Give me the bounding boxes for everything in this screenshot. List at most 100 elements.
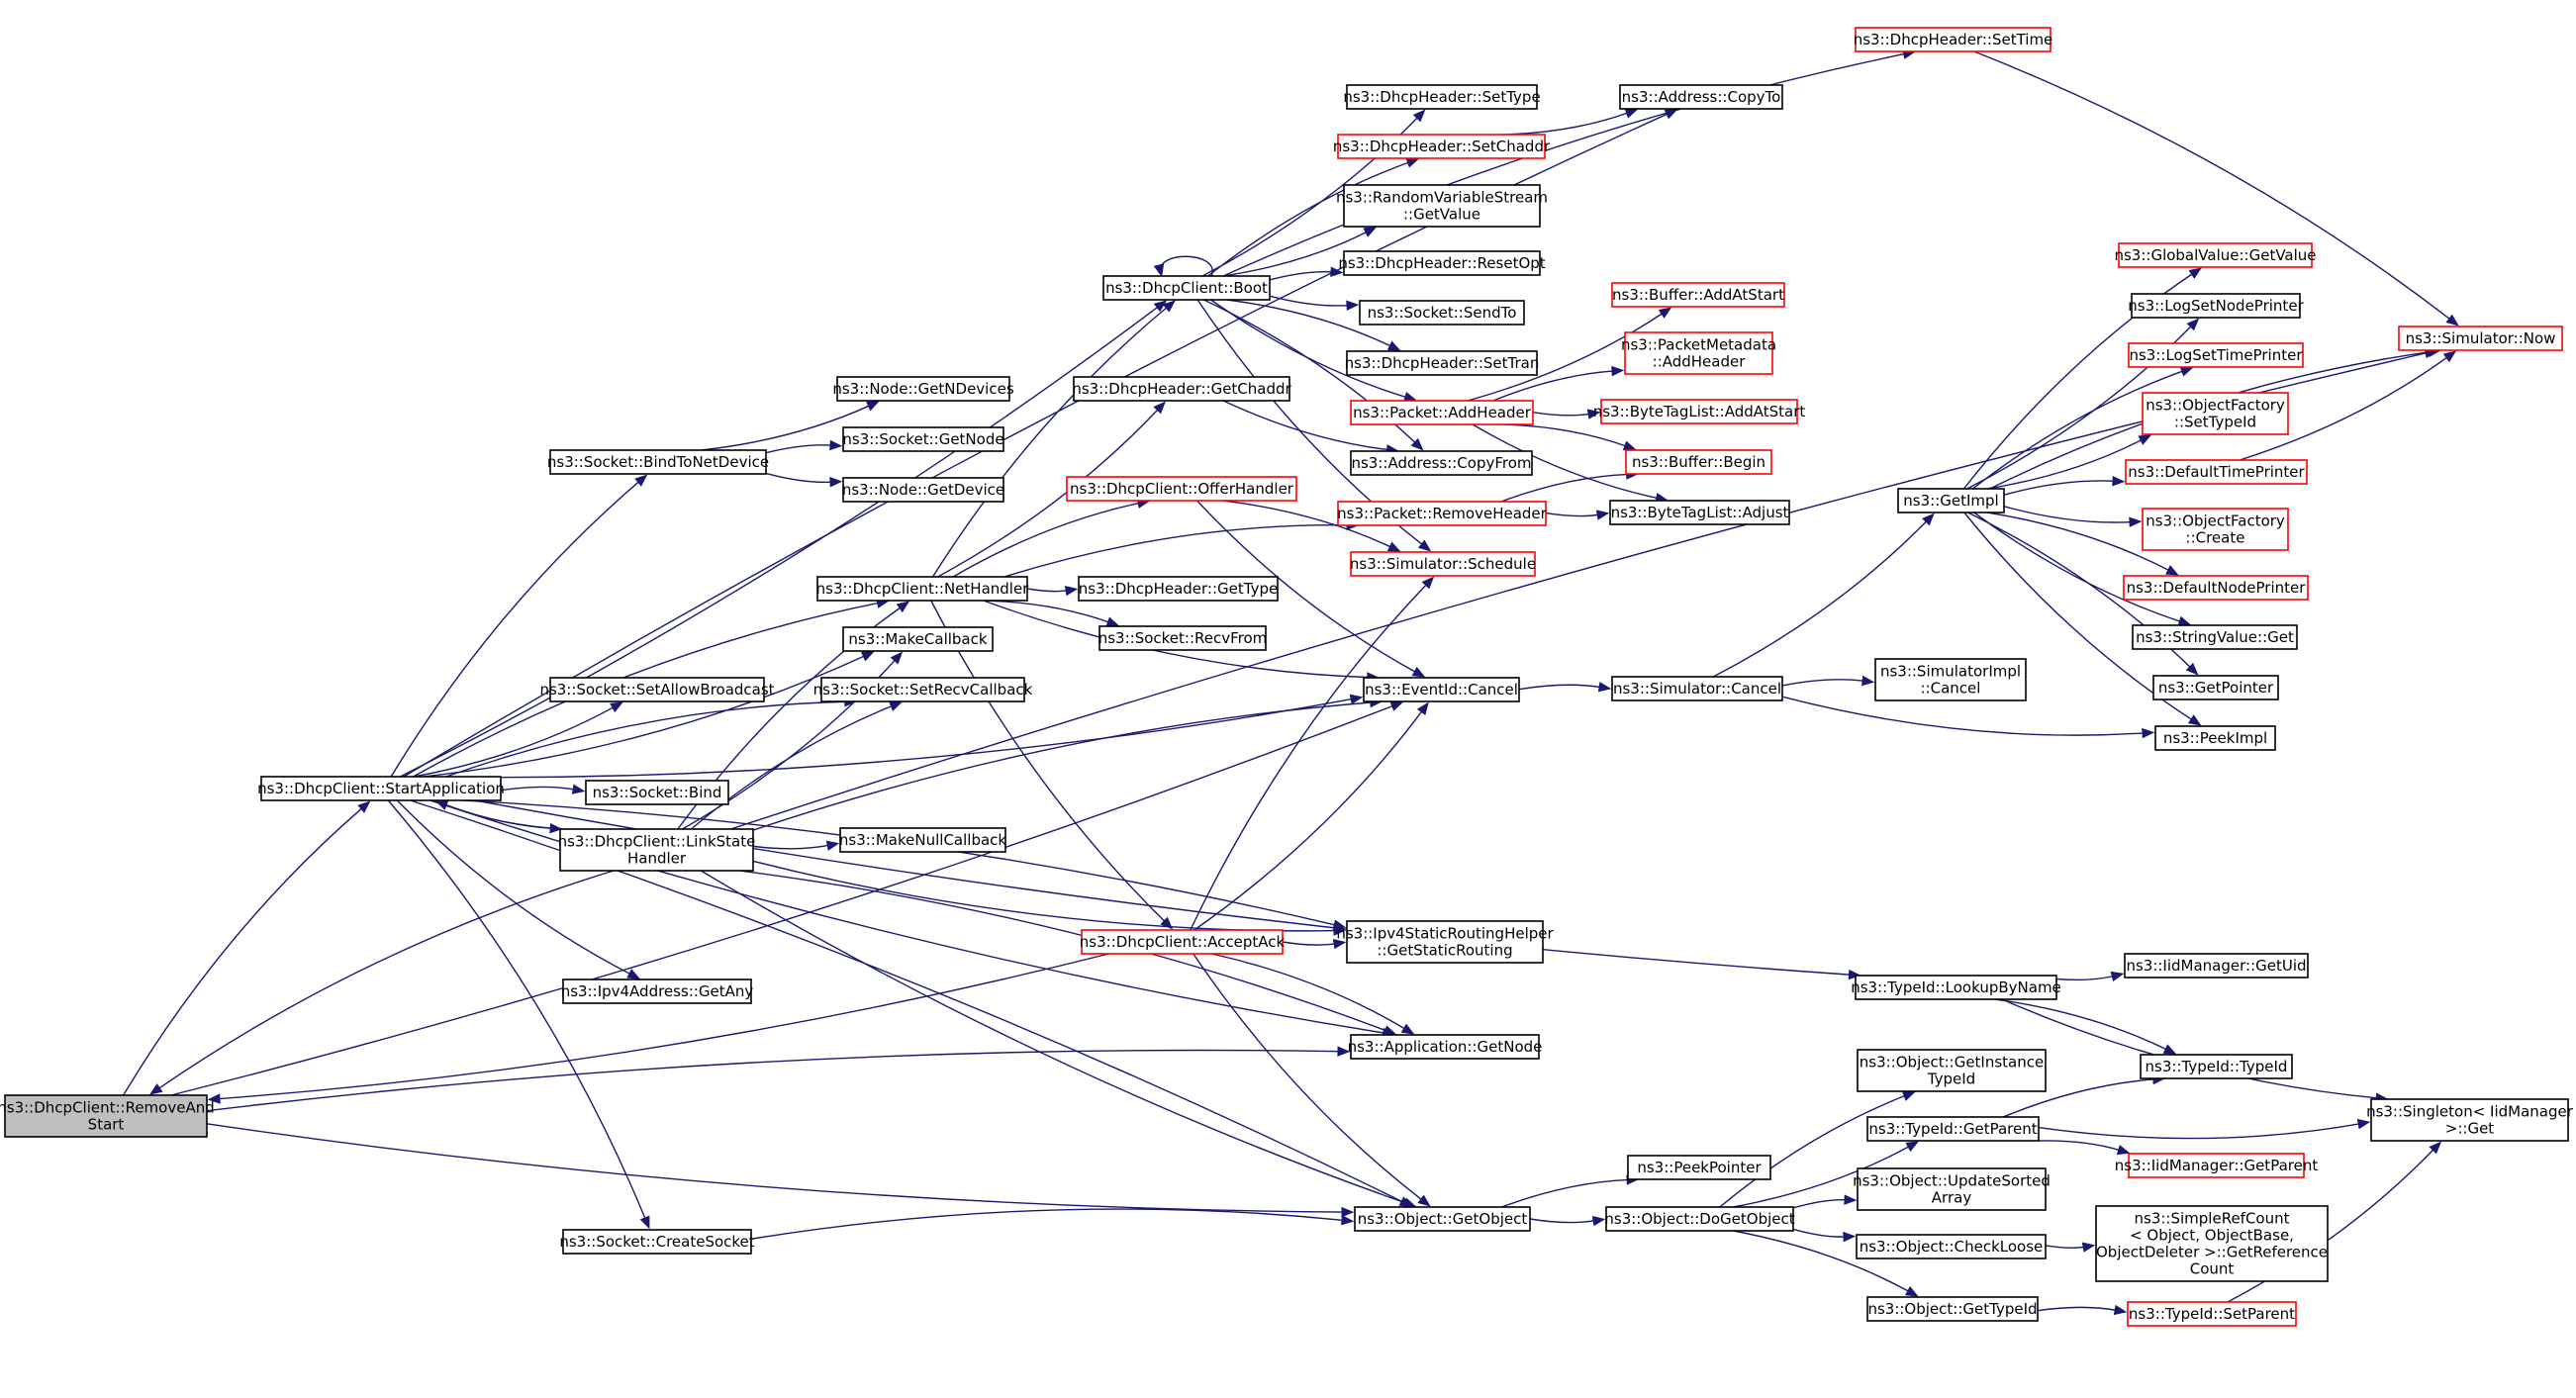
edge-getimpl-to-defaultnodeprinter: [1986, 512, 2179, 576]
node-logsettimeprinter[interactable]: ns3::LogSetTimePrinter: [2128, 342, 2304, 368]
node-socketbind[interactable]: ns3::Socket::Bind: [585, 780, 729, 805]
edge-arrowhead: [1411, 666, 1426, 678]
node-setallowbroadcast[interactable]: ns3::Socket::SetAllowBroadcast: [539, 677, 775, 702]
node-makenullcallback[interactable]: ns3::MakeNullCallback: [839, 827, 1007, 853]
node-dogetobject[interactable]: ns3::Object::DoGetObject: [1604, 1206, 1795, 1232]
node-pmaddheader[interactable]: ns3::PacketMetadata::AddHeader: [1621, 331, 1776, 375]
node-label: ns3::PacketMetadata: [1621, 336, 1776, 354]
node-createsocket[interactable]: ns3::Socket::CreateSocket: [559, 1229, 755, 1255]
node-stringvalueget[interactable]: ns3::StringValue::Get: [2132, 624, 2298, 650]
node-bufferbegin[interactable]: ns3::Buffer::Begin: [1625, 449, 1772, 475]
node-setparent[interactable]: ns3::TypeId::SetParent: [2127, 1301, 2297, 1327]
node-box: [1078, 576, 1279, 602]
edge-lookupbyname-to-getuid: [2055, 971, 2125, 982]
node-makecallback[interactable]: ns3::MakeCallback: [842, 626, 994, 652]
node-recvfrom[interactable]: ns3::Socket::RecvFrom: [1098, 625, 1268, 651]
edge-arrowhead: [1586, 409, 1601, 419]
node-rvsgetvalue[interactable]: ns3::RandomVariableStream::GetValue: [1336, 184, 1548, 228]
node-label: ns3::DhcpHeader::GetChaddr: [1072, 380, 1291, 398]
node-checkloose[interactable]: ns3::Object::CheckLoose: [1856, 1234, 2047, 1259]
edge-nethandler-to-recvfrom: [985, 600, 1120, 627]
node-typeidtypeid[interactable]: ns3::TypeId::TypeId: [2140, 1054, 2293, 1079]
node-logsetnodeprinter[interactable]: ns3::LogSetNodePrinter: [2128, 293, 2305, 319]
node-ofsettypeid[interactable]: ns3::ObjectFactory::SetTypeId: [2142, 392, 2289, 435]
node-boot[interactable]: ns3::DhcpClient::Boot: [1102, 275, 1271, 301]
node-socketgetnode[interactable]: ns3::Socket::GetNode: [842, 426, 1004, 452]
node-label: ns3::TypeId::TypeId: [2146, 1058, 2288, 1075]
edge-line: [2038, 1122, 2361, 1140]
node-getndevices[interactable]: ns3::Node::GetNDevices: [832, 376, 1014, 402]
edge-line: [2227, 1148, 2435, 1303]
node-label: ns3::DhcpClient::RemoveAnd: [0, 1099, 215, 1117]
edge-arrowhead: [1595, 510, 1610, 520]
nodes-layer: ns3::DhcpClient::RemoveAndStartns3::Dhcp…: [0, 27, 2574, 1327]
node-bindtonetdevice[interactable]: ns3::Socket::BindToNetDevice: [547, 449, 769, 475]
node-singletonget[interactable]: ns3::Singleton< IidManager>::Get: [2366, 1098, 2574, 1142]
node-box: [1609, 500, 1790, 525]
node-addheader[interactable]: ns3::Packet::AddHeader: [1350, 400, 1534, 425]
node-btladjust[interactable]: ns3::ByteTagList::Adjust: [1609, 500, 1790, 525]
node-lookupbyname[interactable]: ns3::TypeId::LookupByName: [1851, 975, 2061, 1000]
node-simnow[interactable]: ns3::Simulator::Now: [2398, 326, 2563, 351]
node-label: ns3::EventId::Cancel: [1365, 681, 1518, 699]
node-simplerefcount[interactable]: ns3::SimpleRefCount< Object, ObjectBase,…: [2095, 1205, 2329, 1282]
node-simcancel[interactable]: ns3::Simulator::Cancel: [1611, 676, 1783, 701]
node-defaulttimeprinter[interactable]: ns3::DefaultTimePrinter: [2125, 459, 2308, 485]
node-settype[interactable]: ns3::DhcpHeader::SetType: [1343, 84, 1541, 110]
node-typeidgetparent[interactable]: ns3::TypeId::GetParent: [1866, 1116, 2040, 1142]
node-getstaticrouting[interactable]: ns3::Ipv4StaticRoutingHelper::GetStaticR…: [1336, 920, 1554, 964]
node-setchaddr[interactable]: ns3::DhcpHeader::SetChaddr: [1333, 134, 1551, 159]
node-nethandler[interactable]: ns3::DhcpClient::NetHandler: [816, 576, 1030, 602]
node-getobject[interactable]: ns3::Object::GetObject: [1354, 1206, 1531, 1232]
node-schedule[interactable]: ns3::Simulator::Schedule: [1350, 551, 1536, 577]
node-copyto[interactable]: ns3::Address::CopyTo: [1619, 84, 1783, 110]
edge-arrowhead: [2113, 1304, 2128, 1316]
node-peekimpl[interactable]: ns3::PeekImpl: [2154, 725, 2276, 751]
node-iidgetparent[interactable]: ns3::IidManager::GetParent: [2115, 1153, 2319, 1178]
edge-line: [952, 502, 1141, 578]
node-getpointer[interactable]: ns3::GetPointer: [2152, 675, 2279, 700]
node-eventcancel[interactable]: ns3::EventId::Cancel: [1363, 677, 1520, 702]
node-offerhandler[interactable]: ns3::DhcpClient::OfferHandler: [1066, 476, 1297, 502]
node-simimplcancel[interactable]: ns3::SimulatorImpl::Cancel: [1874, 658, 2027, 701]
node-btladdatstart[interactable]: ns3::ByteTagList::AddAtStart: [1593, 399, 1806, 424]
node-box: [1600, 399, 1798, 424]
edge-acceptack-to-getstaticrouting: [1282, 938, 1347, 950]
node-appgetnode[interactable]: ns3::Application::GetNode: [1348, 1034, 1543, 1060]
node-copyfrom[interactable]: ns3::Address::CopyFrom: [1350, 450, 1533, 476]
node-defaultnodeprinter[interactable]: ns3::DefaultNodePrinter: [2123, 575, 2309, 601]
node-box: [2128, 1153, 2305, 1178]
node-settran[interactable]: ns3::DhcpHeader::SetTran: [1345, 350, 1540, 376]
node-getchaddr[interactable]: ns3::DhcpHeader::GetChaddr: [1072, 376, 1292, 402]
node-ofcreate[interactable]: ns3::ObjectFactory::Create: [2142, 508, 2289, 551]
node-peekpointer[interactable]: ns3::PeekPointer: [1627, 1155, 1771, 1180]
node-getimpl[interactable]: ns3::GetImpl: [1897, 488, 2005, 513]
node-startapp[interactable]: ns3::DhcpClient::StartApplication: [257, 776, 505, 801]
node-nodegetdevice[interactable]: ns3::Node::GetDevice: [842, 477, 1004, 503]
node-settime[interactable]: ns3::DhcpHeader::SetTime: [1854, 27, 2053, 52]
edge-line: [1973, 512, 2182, 623]
node-getuid[interactable]: ns3::IidManager::GetUid: [2124, 953, 2309, 979]
node-addatstart[interactable]: ns3::Buffer::AddAtStart: [1611, 282, 1785, 308]
edge-line: [2240, 355, 2449, 461]
node-removeheader[interactable]: ns3::Packet::RemoveHeader: [1337, 501, 1548, 526]
node-setrecvcallback[interactable]: ns3::Socket::SetRecvCallback: [813, 677, 1033, 702]
node-resetopt[interactable]: ns3::DhcpHeader::ResetOpt: [1338, 250, 1546, 276]
node-gvgetvalue[interactable]: ns3::GlobalValue::GetValue: [2114, 242, 2317, 268]
node-sendto[interactable]: ns3::Socket::SendTo: [1359, 300, 1525, 326]
node-acceptack[interactable]: ns3::DhcpClient::AcceptAck: [1080, 929, 1286, 955]
edge-boot-to-rvsgetvalue: [1223, 227, 1378, 277]
edge-setchaddr-to-copyto: [1503, 108, 1639, 136]
edge-acceptack-to-removeandstart: [207, 953, 1109, 1104]
edge-arrowhead: [825, 840, 840, 851]
edge-line: [2003, 480, 2116, 496]
node-gettype[interactable]: ns3::DhcpHeader::GetType: [1078, 576, 1279, 602]
node-getany[interactable]: ns3::Ipv4Address::GetAny: [561, 979, 754, 1004]
node-label: Array: [1932, 1189, 1972, 1207]
node-box: [1337, 501, 1547, 526]
node-objgettypeid[interactable]: ns3::Object::GetTypeId: [1866, 1296, 2039, 1322]
